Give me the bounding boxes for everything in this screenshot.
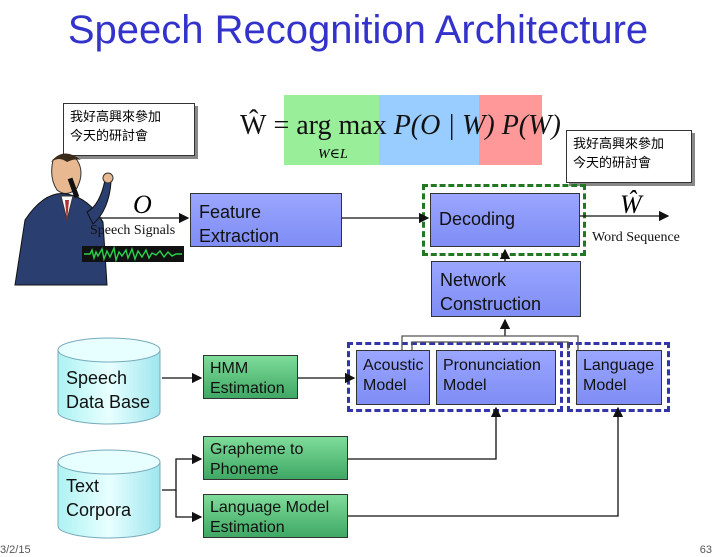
- likelihood-highlight: [379, 95, 479, 165]
- arrow-text-to-lm-estimation: [175, 490, 203, 523]
- equation: Ŵ = arg max P(O | W) P(W): [240, 110, 561, 142]
- language-model-box: Language Model: [576, 350, 662, 405]
- hmm-estimation-label: HMM Estimation: [210, 360, 285, 397]
- speaker-figure: [14, 153, 114, 286]
- input-caption: Speech Signals: [90, 223, 176, 238]
- arrow-lm-estimation-to-language: [348, 406, 624, 517]
- acoustic-model-box: Acoustic Model: [356, 350, 430, 405]
- equation-prior: P(W): [501, 110, 561, 141]
- decoding-box: Decoding: [430, 193, 580, 247]
- prior-highlight: [479, 95, 542, 165]
- acoustic-model-label: Acoustic Model: [363, 357, 424, 394]
- speech-database-label: Speech Data Base: [66, 368, 151, 412]
- hmm-estimation-box: HMM Estimation: [203, 355, 298, 399]
- feature-extraction-label: Feature Extraction: [199, 202, 280, 246]
- input-symbol: O: [133, 190, 152, 219]
- language-model-label: Language Model: [583, 357, 655, 394]
- feature-extraction-box: Feature Extraction: [190, 193, 342, 247]
- equation-lhs: Ŵ: [240, 110, 267, 141]
- equation-likelihood: P(O | W): [393, 110, 495, 141]
- speech-database-cylinder: [57, 337, 161, 425]
- grapheme-to-phoneme-label: Grapheme to Phoneme: [210, 441, 304, 478]
- output-caption: Word Sequence: [592, 230, 680, 245]
- model-bracket-inner: [411, 341, 569, 350]
- decoding-label: Decoding: [439, 209, 516, 229]
- speaker-callout: 我好高興來參加 今天的研討會: [63, 103, 195, 156]
- text-corpora-cylinder: [57, 449, 161, 539]
- network-construction-label: Network Construction: [440, 270, 542, 314]
- pronunciation-model-box: Pronunciation Model: [436, 350, 556, 405]
- output-symbol: Ŵ: [620, 190, 642, 219]
- waveform-signal: [84, 246, 182, 262]
- equation-equals: =: [273, 110, 290, 141]
- text-corpora-label: Text Corpora: [66, 476, 132, 520]
- output-callout: 我好高興來參加 今天的研討會: [566, 130, 692, 183]
- grapheme-to-phoneme-box: Grapheme to Phoneme: [203, 436, 348, 480]
- arrow-text-to-g2p: [162, 453, 203, 491]
- equation-argmax: arg max: [296, 110, 387, 141]
- lm-estimation-label: Language Model Estimation: [210, 499, 330, 536]
- pronunciation-model-label: Pronunciation Model: [443, 357, 541, 394]
- network-construction-box: Network Construction: [431, 261, 581, 317]
- equation-subscript: W∈L: [318, 147, 348, 162]
- arrow-g2p-to-pronunciation: [348, 406, 502, 460]
- argmax-highlight: [284, 95, 379, 165]
- footer-page-number: 63: [699, 544, 712, 556]
- footer-date: 3/2/15: [0, 544, 31, 556]
- model-bracket-outer: [401, 335, 579, 350]
- lm-estimation-box: Language Model Estimation: [203, 494, 348, 538]
- page-title: Speech Recognition Architecture: [67, 8, 649, 52]
